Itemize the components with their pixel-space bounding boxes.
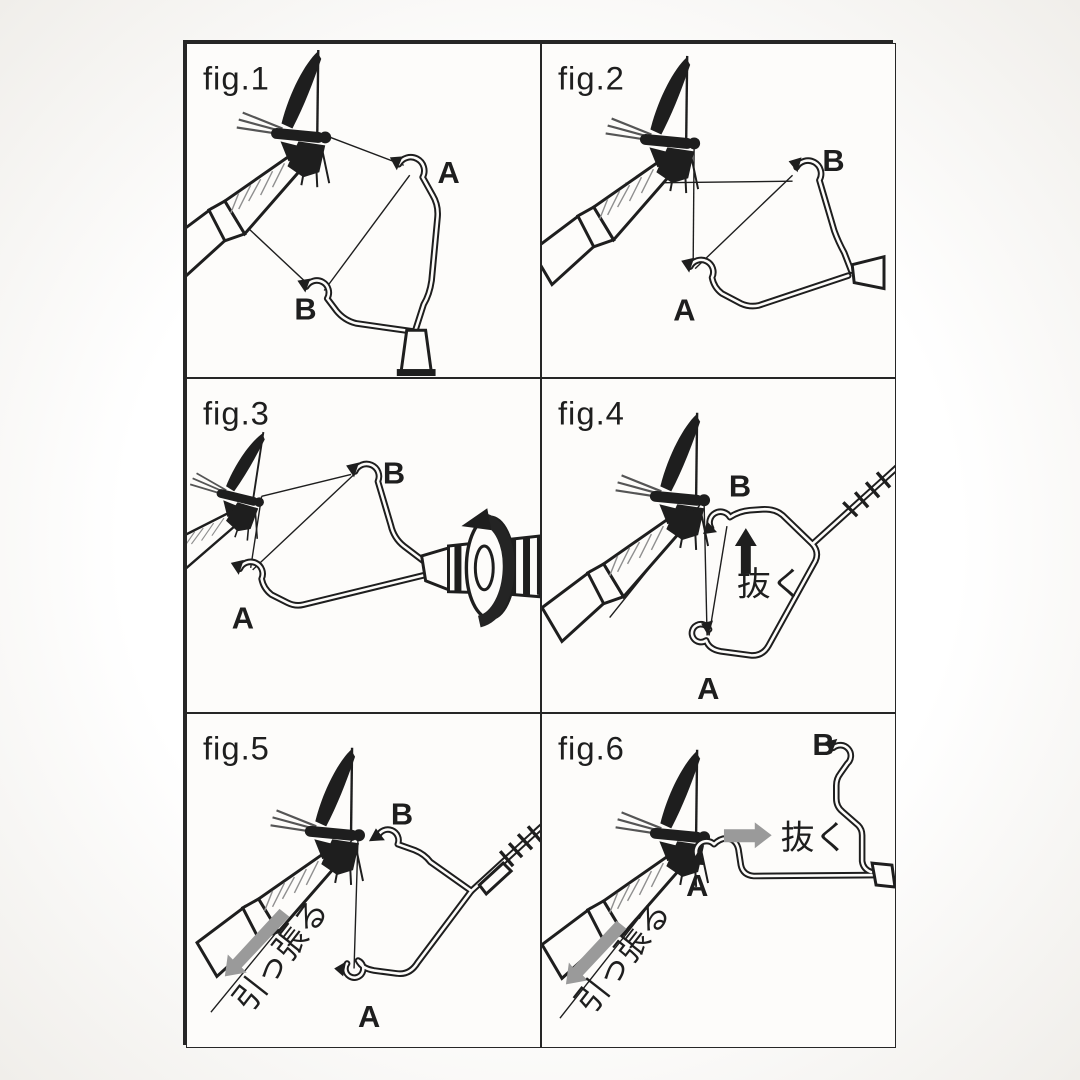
hook-a-label: A (673, 292, 695, 327)
fig6-drawing: 抜く 引っ張る fig.6 B A (542, 727, 895, 1021)
pull-out-arrow-up (734, 528, 757, 574)
hook-a-tip (334, 961, 347, 977)
hook-b-tip (788, 157, 802, 173)
fig2-drawing: fig.2 B A (542, 44, 886, 327)
thread-lines (244, 134, 411, 291)
hook-a-tip (681, 257, 695, 273)
tool-base (399, 328, 434, 376)
fly-in-vise (542, 413, 710, 642)
handle-cone (419, 545, 450, 592)
tool-base-foot (396, 369, 436, 377)
panel-fig5: 引っ張る fig.5 B A (186, 713, 541, 1048)
figure-label: fig.3 (203, 395, 270, 432)
whip-finisher-tool (297, 156, 437, 377)
panel-fig3: fig.3 B A (186, 378, 541, 713)
pull-direction-arrow (565, 920, 627, 985)
thread-lines (625, 143, 794, 270)
whip-finisher-tool (681, 157, 886, 306)
figure-label: fig.5 (203, 730, 270, 767)
pull-out-annotation: 抜く (781, 818, 849, 857)
pull-out-annotation: 抜く (737, 565, 805, 604)
figure-label: fig.6 (558, 730, 625, 767)
hook-a-label: A (438, 155, 460, 190)
figure-label: fig.4 (558, 395, 625, 432)
pull-direction-arrow (224, 908, 290, 977)
fig5-drawing: 引っ張る fig.5 B A (187, 730, 540, 1034)
whip-finisher-tool (334, 826, 540, 977)
rotation-arrow-head (461, 508, 492, 531)
tool-handle-stub (870, 861, 895, 889)
pull-out-arrow-right (723, 822, 772, 849)
hook-a-tip (691, 851, 706, 866)
handle-disc-hole (473, 544, 495, 592)
hook-b-label: B (822, 143, 844, 178)
handle-ferrule-bands (842, 471, 892, 518)
handle-ferrule (477, 861, 514, 897)
panel-fig2: fig.2 B A (541, 43, 896, 378)
tool-handle-stub (850, 254, 886, 291)
figure-label: fig.1 (203, 60, 270, 97)
hook-b-label: B (812, 727, 834, 762)
hook-a-label: A (697, 671, 719, 706)
figure-label: fig.2 (558, 60, 625, 97)
hook-b-label: B (729, 468, 751, 503)
hook-b-tip (346, 462, 360, 478)
fig3-drawing: fig.3 B A (187, 395, 540, 636)
whip-finish-instruction-sheet: fig.1 A B fig.2 B (183, 40, 896, 1048)
whip-finisher-tool (691, 738, 895, 889)
rotating-handle (419, 508, 540, 628)
hook-b-label: B (391, 796, 413, 831)
hook-b-label: B (383, 455, 405, 490)
hook-b-tip (297, 278, 311, 293)
fig4-drawing: 抜く fig.4 B A (542, 395, 895, 706)
hook-a-tip (701, 620, 714, 636)
hook-a-tip (389, 156, 403, 171)
panel-fig1: fig.1 A B (186, 43, 541, 378)
hook-a-label: A (358, 999, 380, 1034)
hook-b-tip (703, 521, 718, 535)
whip-finisher-tool (692, 467, 895, 655)
panel-fig4: 抜く fig.4 B A (541, 378, 896, 713)
hook-a-tip (230, 559, 244, 575)
hook-b-tip (825, 738, 838, 754)
hook-b-label: B (294, 291, 316, 326)
panel-fig6: 抜く 引っ張る fig.6 B A (541, 713, 896, 1048)
thread-lines (249, 473, 354, 571)
fig1-drawing: fig.1 A B (187, 44, 460, 377)
hook-b-tip (368, 828, 385, 842)
whip-finisher-tool (230, 462, 426, 605)
hook-a-label: A (232, 601, 254, 636)
rotation-arrow (477, 512, 515, 628)
handle-ferrule-bands (498, 825, 540, 868)
hook-a-label: A (686, 868, 708, 903)
